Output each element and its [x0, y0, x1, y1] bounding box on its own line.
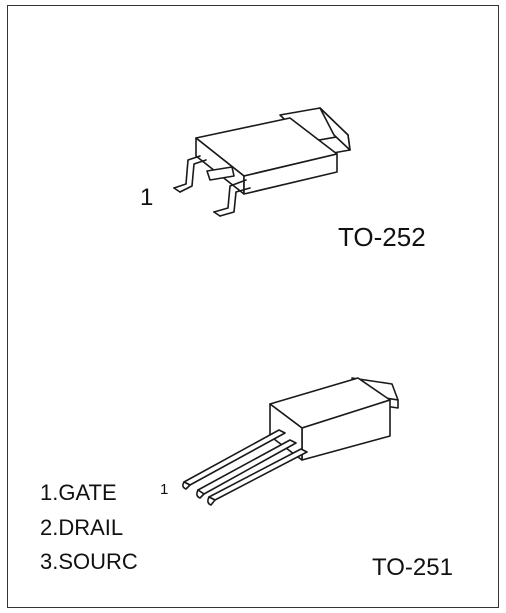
pin-1-label: 1.GATE — [40, 480, 117, 505]
to252-left-lead — [173, 155, 207, 193]
to251-lead-3 — [207, 448, 308, 506]
pin-2-label: 2.DRAIL — [40, 514, 124, 540]
to252-pin1-marker: 1 — [140, 184, 154, 211]
to251-lead-1 — [182, 429, 286, 490]
diagram-frame — [7, 5, 499, 608]
to252-right-lead — [213, 179, 251, 217]
to252-body — [195, 117, 338, 195]
to251-lead-2 — [196, 439, 297, 499]
to252-center-lead — [206, 166, 235, 181]
pin-assignment-list: 1.GATE 2.DRAIL 3.SOURC — [40, 476, 138, 580]
to252-package-label: TO-252 — [338, 222, 426, 252]
to251-pin1-marker: 1 — [160, 481, 169, 498]
to252-tab — [279, 107, 351, 158]
to251-body — [269, 377, 391, 461]
to252-package-drawing — [173, 107, 351, 217]
pin-3-label: 3.SOURC — [40, 549, 138, 574]
to251-package-drawing — [182, 377, 399, 506]
to251-package-label: TO-251 — [372, 554, 453, 581]
